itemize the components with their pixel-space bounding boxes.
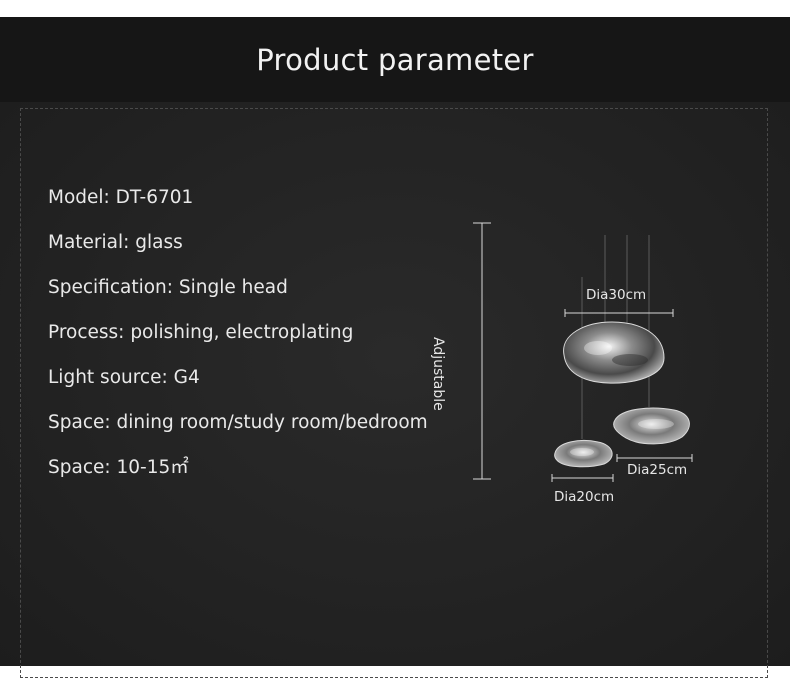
dim-line-large: [564, 309, 674, 317]
spec-item-specification: Specification:Single head: [48, 277, 288, 298]
large-glass-disc: [563, 321, 665, 384]
small-glass-disc: [554, 439, 613, 468]
dim-label-medium: Dia25cm: [627, 462, 688, 478]
adjustable-label: Adjustable: [430, 337, 446, 411]
parameter-panel: Model:DT-6701 Material:glass Specificati…: [0, 102, 790, 678]
dim-line-small: [551, 474, 614, 482]
dim-label-small: Dia20cm: [554, 489, 615, 505]
page-header: Product parameter: [0, 17, 790, 102]
dim-label-large: Dia30cm: [586, 287, 647, 303]
dim-line-medium: [616, 454, 693, 462]
height-bracket: [473, 222, 491, 480]
spec-item-space-area: Space:10-15㎡: [48, 457, 189, 478]
spec-item-material: Material:glass: [48, 232, 183, 253]
spec-list: Model:DT-6701 Material:glass Specificati…: [48, 186, 428, 501]
lamp-diagram: [473, 222, 693, 482]
spec-item-light-source: Light source:G4: [48, 367, 200, 388]
medium-glass-disc: [613, 407, 690, 445]
spec-item-process: Process:polishing, electroplating: [48, 322, 354, 343]
spec-item-model: Model:DT-6701: [48, 187, 194, 208]
spec-item-space-rooms: Space:dining room/study room/bedroom: [48, 412, 428, 433]
page-title: Product parameter: [256, 42, 534, 77]
